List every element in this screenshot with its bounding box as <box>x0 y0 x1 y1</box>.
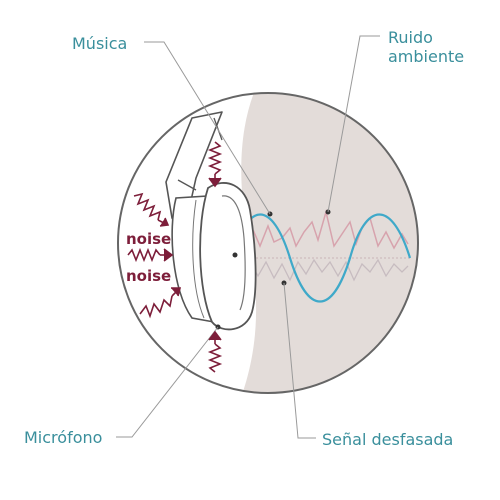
leader-line-microphone <box>116 326 219 438</box>
wave-start-dot <box>232 252 238 258</box>
label-music: Música <box>72 34 128 53</box>
noise-wave <box>231 209 409 263</box>
leader-line-antiphase <box>283 282 316 439</box>
label-phase-shifted-signal: Señal desfasada <box>322 430 454 449</box>
label-ambient-noise-text: Ruido ambiente <box>388 28 465 66</box>
leader-line-ambient <box>327 35 380 213</box>
leader-line-music <box>144 41 271 215</box>
noise-word: noise <box>126 230 172 248</box>
headphone-icon <box>165 111 257 331</box>
label-ambient-noise: Ruido ambiente <box>388 28 464 66</box>
noise-arrows <box>127 141 223 373</box>
noise-word: noise <box>126 267 172 285</box>
music-wave <box>230 213 412 303</box>
antinoise-wave <box>231 258 409 282</box>
magnifier-circle-outline <box>117 92 419 394</box>
label-microphone: Micrófono <box>24 428 103 447</box>
